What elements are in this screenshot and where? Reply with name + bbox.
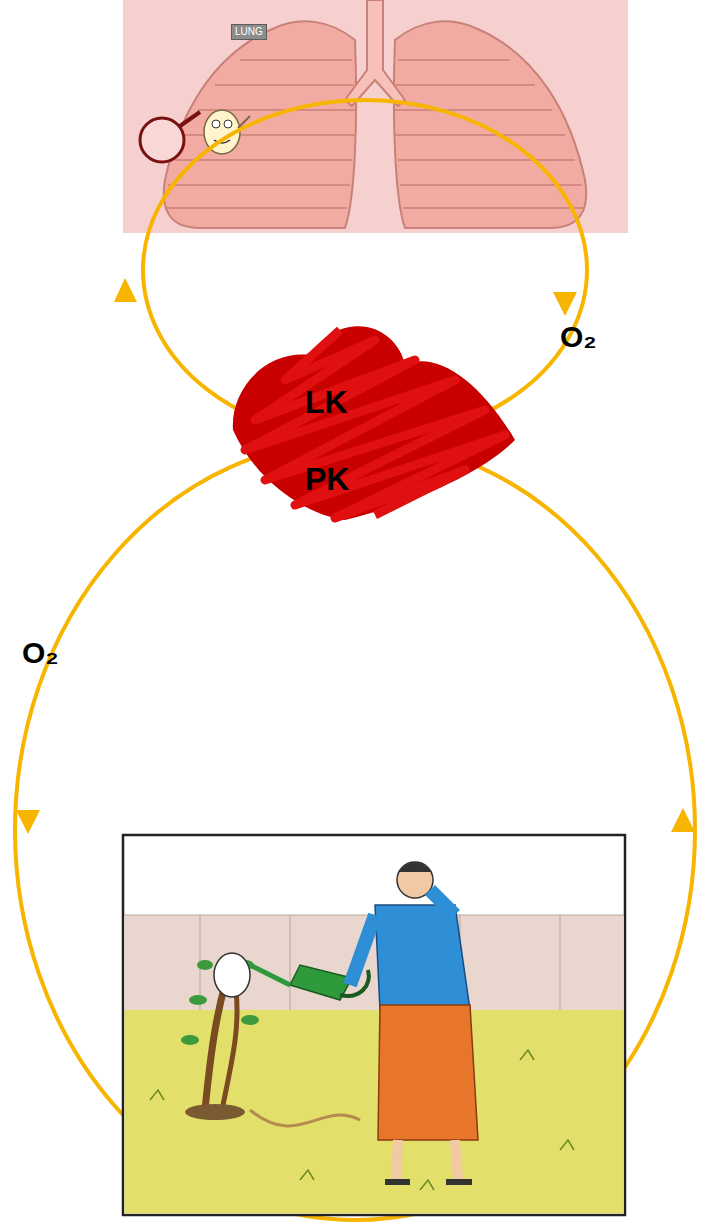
chamber-label: LK (305, 386, 348, 418)
heart-fill (233, 326, 515, 520)
lungs-picture (123, 0, 628, 233)
circuit-loops (15, 100, 695, 1220)
body-picture (123, 835, 625, 1215)
flow-arrowheads (16, 278, 695, 834)
heart-shape: LK PK (225, 320, 525, 525)
gas-label: O₂ (22, 638, 59, 668)
chamber-label: PK (305, 463, 349, 495)
gas-label: O₂ (560, 322, 597, 352)
part-tag: LUNG (231, 24, 267, 40)
heart-scribble (225, 320, 525, 525)
heart-strokes (245, 330, 505, 518)
